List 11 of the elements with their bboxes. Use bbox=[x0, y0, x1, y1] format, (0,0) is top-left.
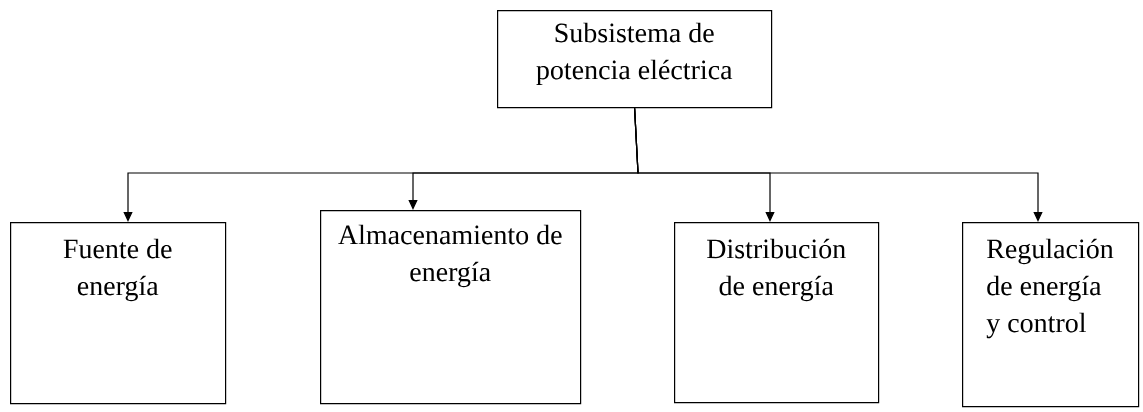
arrow bbox=[634, 107, 1043, 222]
box bbox=[962, 222, 1140, 408]
box bbox=[674, 222, 880, 404]
box-text: Almacenamiento de energía bbox=[338, 224, 562, 288]
box-text: Regulación de energía y control bbox=[986, 238, 1114, 339]
box-text: Fuente de energía bbox=[63, 238, 172, 302]
box bbox=[497, 10, 773, 109]
box-text: Distribución de energía bbox=[707, 238, 846, 302]
box bbox=[320, 210, 582, 405]
box-text: Subsistema de potencia eléctrica bbox=[536, 22, 733, 86]
box bbox=[10, 222, 227, 405]
